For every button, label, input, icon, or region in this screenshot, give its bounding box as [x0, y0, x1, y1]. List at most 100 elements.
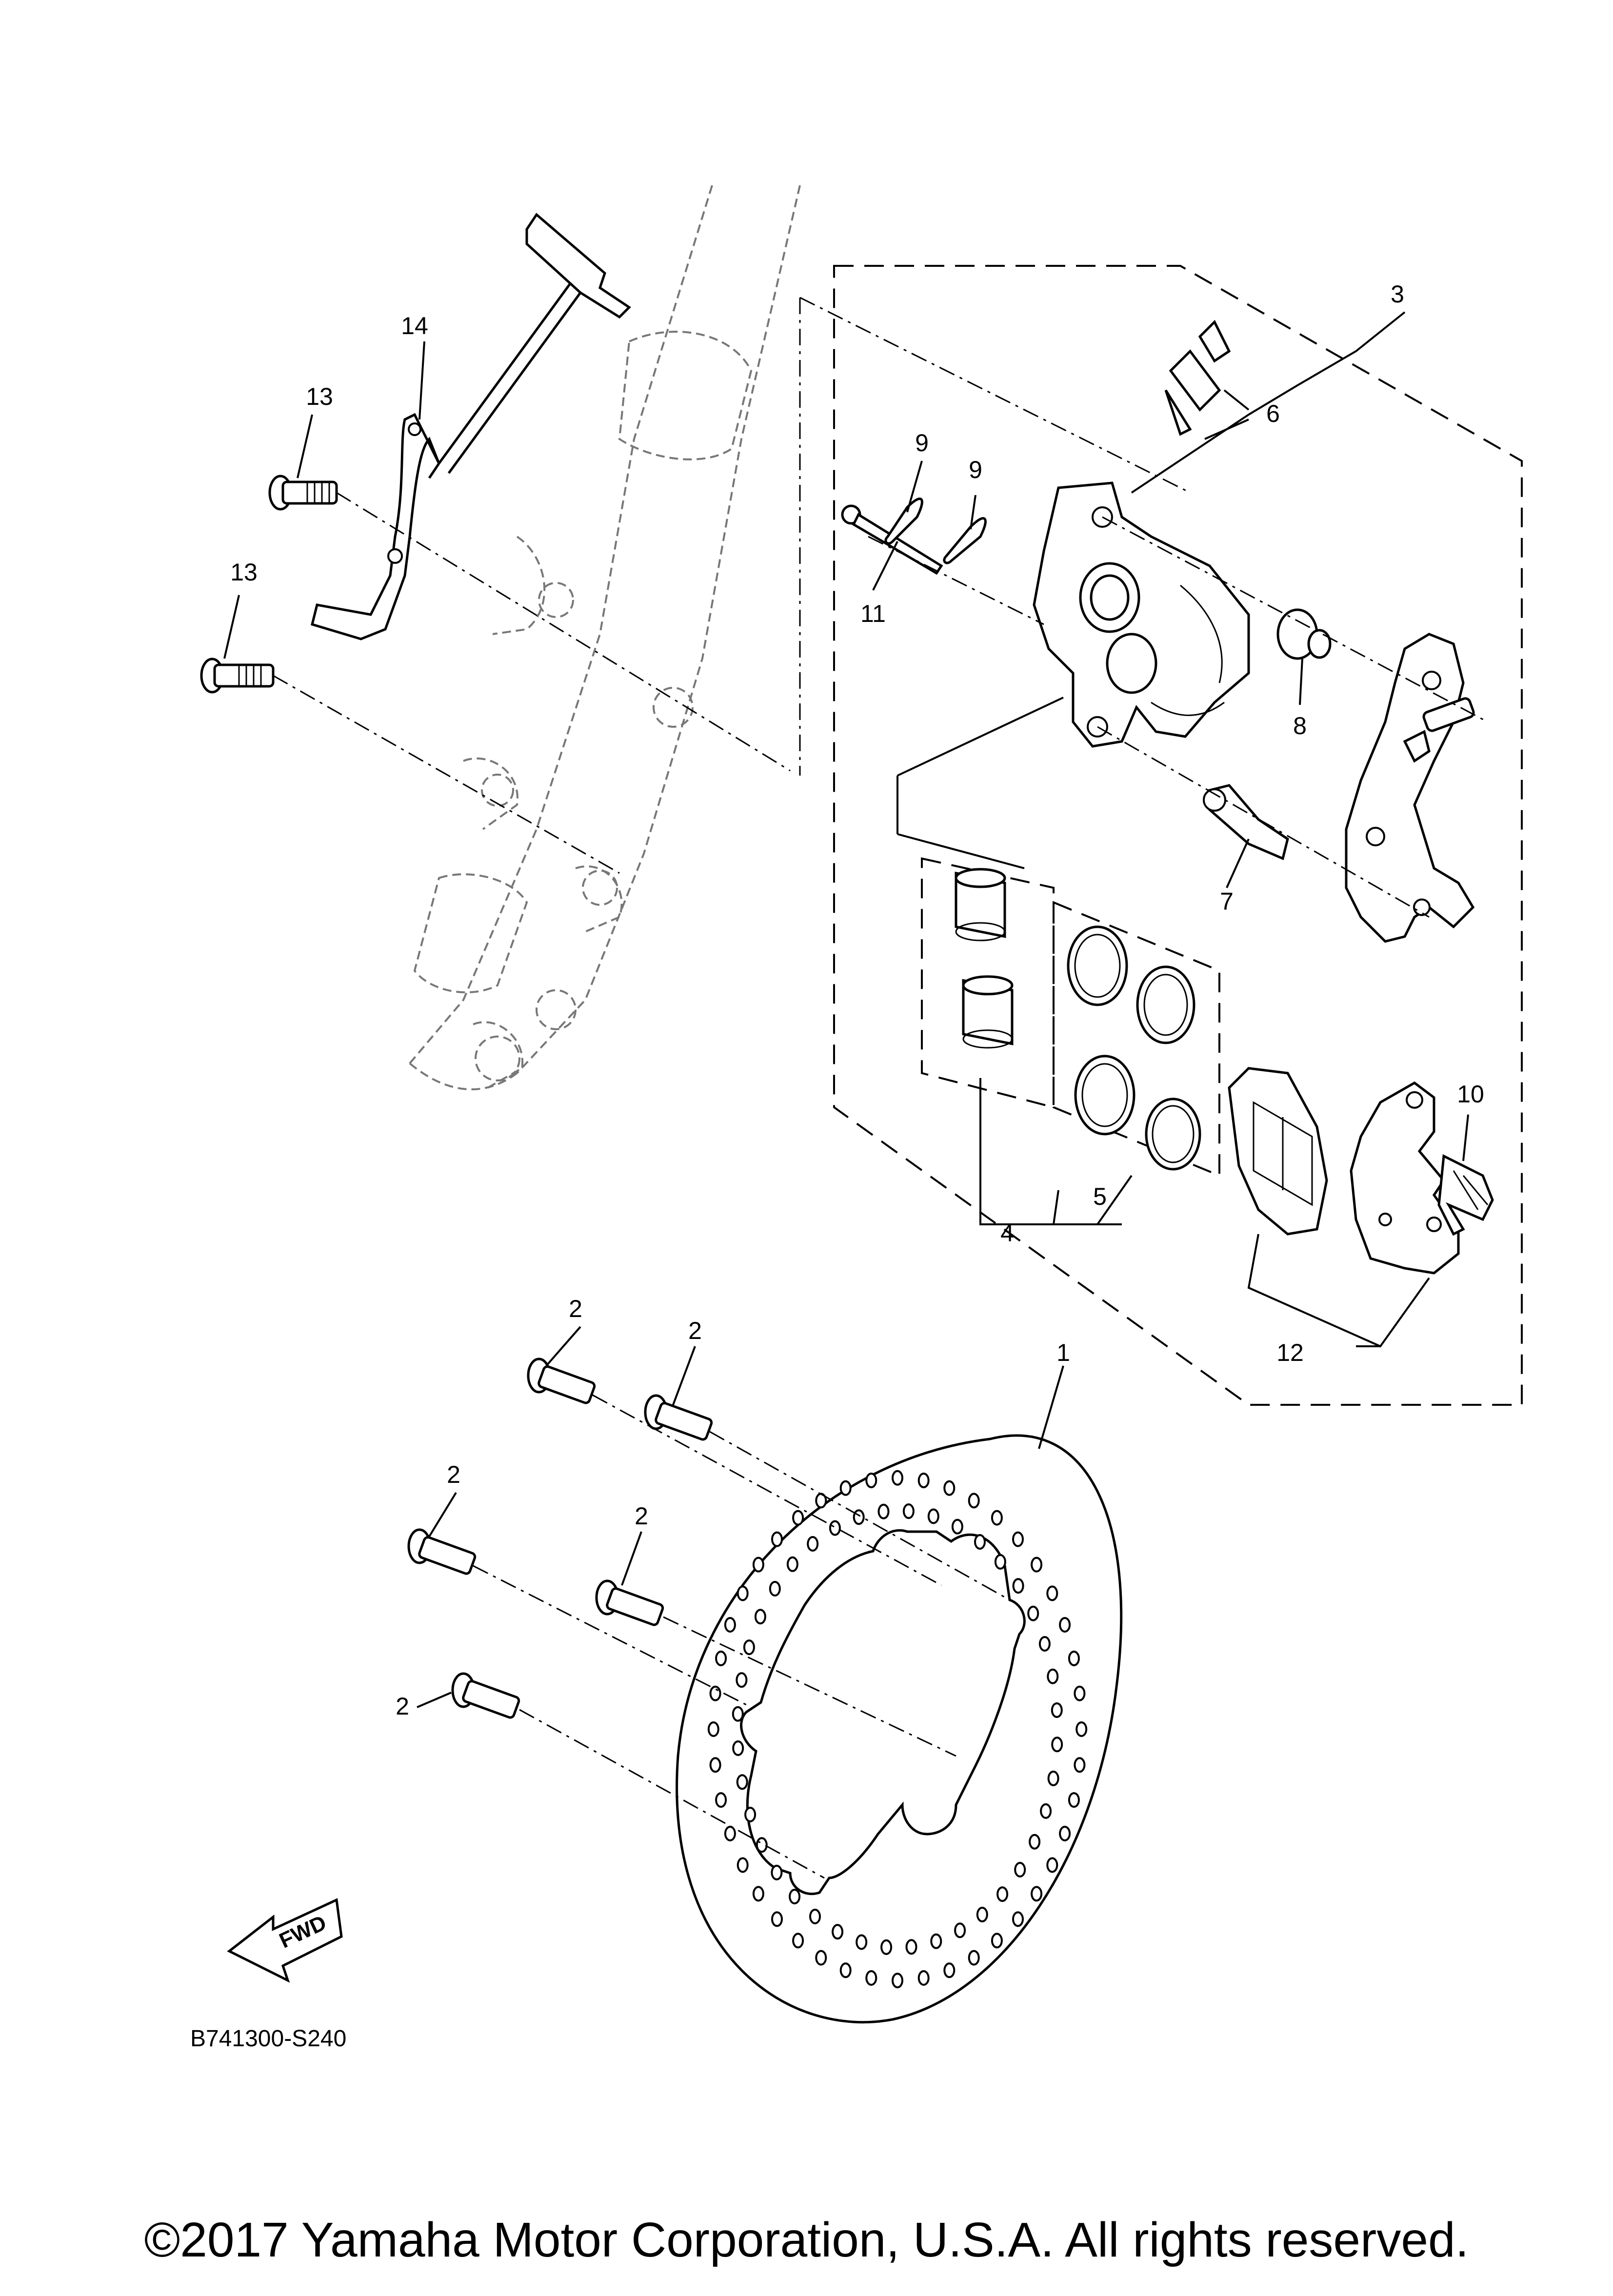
disc-drill-hole: [1027, 1605, 1039, 1621]
disc-drill-hole: [1047, 1770, 1059, 1786]
disc-drill-hole: [991, 1933, 1003, 1949]
callout-11: 11: [860, 600, 886, 627]
disc-drill-hole: [1031, 1886, 1043, 1902]
piston-upper: [955, 868, 1006, 941]
disc-drill-hole: [724, 1617, 736, 1633]
disc-drill-hole: [829, 1520, 841, 1536]
disc-drill-hole: [1038, 1636, 1051, 1652]
disc-drill-hole: [792, 1510, 804, 1526]
copyright-notice: ©2017 Yamaha Motor Corporation, U.S.A. A…: [144, 2213, 1469, 2267]
disc-bolt-2: [644, 1394, 713, 1441]
disc-drill-hole: [1046, 1585, 1058, 1601]
callout-7: 7: [1220, 888, 1234, 915]
disc-drill-hole: [930, 1933, 942, 1949]
disc-drill-hole: [892, 1470, 903, 1486]
disc-drill-hole: [1051, 1702, 1063, 1718]
callout-9b: 9: [969, 456, 982, 483]
disc-drill-hole: [769, 1581, 781, 1597]
disc-drill-hole: [1012, 1911, 1024, 1927]
disc-drill-hole: [951, 1518, 963, 1535]
callout-1: 1: [1056, 1339, 1070, 1366]
disc-bolt-axis-1: [592, 1394, 942, 1586]
disc-drill-hole: [968, 1950, 980, 1966]
piston-lower: [962, 975, 1014, 1049]
disc-drill-hole: [892, 1973, 903, 1989]
disc-drill-hole: [994, 1554, 1006, 1570]
fwd-arrow: FWD: [227, 1898, 343, 1983]
disc-drill-hole: [756, 1837, 768, 1853]
disc-drill-hole: [996, 1886, 1009, 1902]
disc-drill-hole: [856, 1934, 868, 1950]
caliper-axis-lower: [1097, 726, 1430, 918]
disc-drill-hole: [1047, 1668, 1059, 1684]
disc-bolt-axis-5: [519, 1709, 825, 1879]
disc-drill-hole: [991, 1510, 1003, 1526]
callout-8: 8: [1293, 712, 1307, 739]
disc-drill-hole: [743, 1639, 755, 1656]
callout-2b: 2: [688, 1317, 702, 1344]
bolt-13-upper: [268, 475, 338, 511]
disc-drill-hole: [974, 1534, 986, 1550]
disc-drill-hole: [754, 1609, 766, 1625]
disc-bolt-axis-4: [663, 1616, 956, 1757]
disc-drill-hole: [707, 1721, 719, 1737]
disc-bolt-1: [527, 1358, 596, 1404]
callout-4: 4: [1000, 1219, 1014, 1247]
seal-ring-2: [1136, 965, 1195, 1044]
disc-drill-hole: [715, 1650, 727, 1666]
callout-9a: 9: [915, 429, 929, 457]
seal-ring-3: [1074, 1055, 1135, 1136]
disc-drill-hole: [976, 1907, 988, 1922]
brake-pad-inner: [1228, 1067, 1328, 1236]
disc-drill-hole: [736, 1672, 748, 1688]
disc-drill-hole: [724, 1826, 736, 1841]
callout-2c: 2: [447, 1461, 460, 1488]
pad-pin-clip-b: [943, 517, 987, 564]
disc-drill-hole: [771, 1911, 783, 1927]
disc-drill-hole: [737, 1857, 749, 1873]
disc-drill-hole: [771, 1864, 783, 1880]
disc-drill-hole: [954, 1922, 966, 1938]
disc-bolt-axis-3: [473, 1565, 752, 1708]
callout-6: 6: [1266, 400, 1280, 427]
disc-drill-hole: [1029, 1834, 1041, 1850]
disc-drill-hole: [709, 1685, 721, 1701]
disc-drill-hole: [1012, 1531, 1024, 1547]
pad-pin-clip-a: [884, 498, 923, 545]
pad-spring: [1437, 1154, 1494, 1236]
disc-drill-hole: [736, 1774, 748, 1790]
disc-holes: [707, 1470, 1088, 1989]
callout-2a: 2: [569, 1295, 582, 1322]
caliper-slide-pin: [1203, 784, 1289, 860]
disc-drill-hole: [905, 1939, 917, 1955]
disc-drill-hole: [1068, 1650, 1080, 1666]
disc-drill-hole: [1014, 1862, 1026, 1877]
disc-drill-hole: [1074, 1685, 1086, 1701]
callout-2e: 2: [396, 1693, 409, 1720]
disc-drill-hole: [732, 1706, 744, 1722]
callout-3: 3: [1391, 280, 1404, 308]
disc-drill-hole: [968, 1493, 980, 1509]
disc-drill-hole: [1074, 1757, 1086, 1773]
disc-drill-hole: [943, 1480, 956, 1496]
disc-drill-hole: [865, 1473, 877, 1488]
caliper-bracket: [1345, 633, 1475, 943]
disc-drill-hole: [1031, 1557, 1043, 1573]
seal-ring-4: [1145, 1098, 1201, 1171]
disc-bolt-5: [451, 1672, 520, 1719]
disc-drill-hole: [927, 1508, 939, 1524]
disc-drill-hole: [1051, 1737, 1063, 1753]
bolt-13-lower: [200, 658, 275, 694]
disc-drill-hole: [943, 1962, 956, 1978]
caliper-assembly-boundary: [833, 265, 1523, 1406]
callout-13a: 13: [306, 383, 333, 410]
callout-12: 12: [1276, 1339, 1304, 1366]
callout-10: 10: [1457, 1080, 1484, 1108]
disc-drill-hole: [917, 1473, 930, 1488]
diagram-code: B741300-S240: [190, 2026, 346, 2052]
callout-5: 5: [1093, 1183, 1107, 1210]
callout-14: 14: [401, 312, 428, 339]
caliper-body: [1033, 481, 1250, 748]
disc-drill-hole: [752, 1557, 764, 1573]
disc-drill-hole: [865, 1970, 877, 1986]
